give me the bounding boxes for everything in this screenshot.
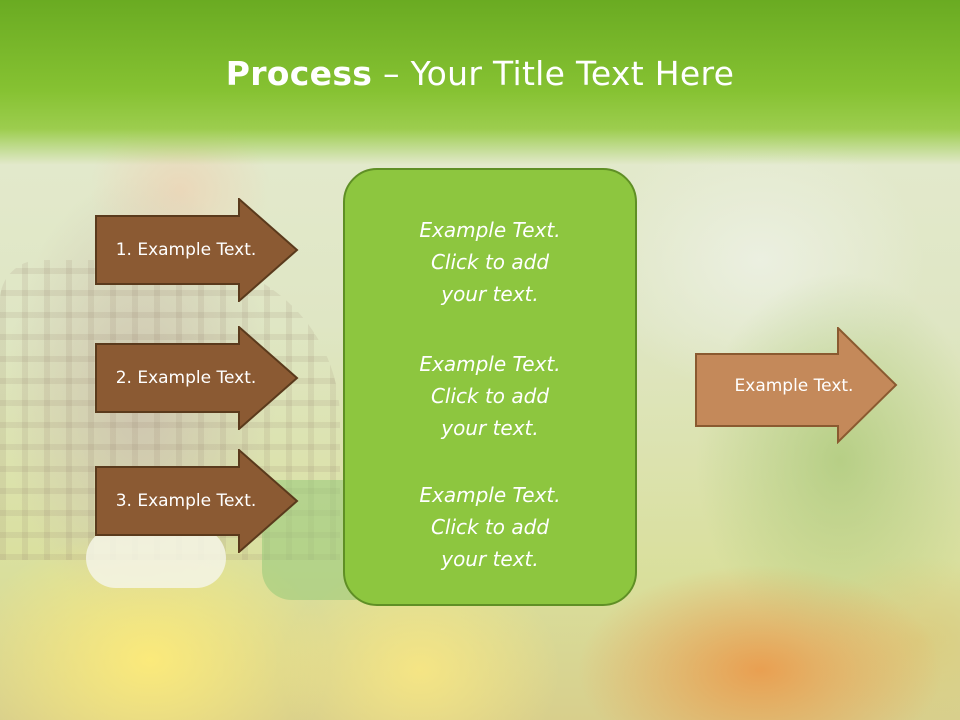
center-text-block-3[interactable]: Example Text. Click to add your text. xyxy=(345,479,635,575)
process-arrow-2[interactable]: 2. Example Text. xyxy=(95,326,305,430)
center-text-box[interactable]: Example Text. Click to add your text. Ex… xyxy=(343,168,637,606)
center-line: Example Text. xyxy=(419,352,561,376)
center-line: Example Text. xyxy=(419,483,561,507)
arrow-shape xyxy=(95,449,299,553)
slide-title[interactable]: Process – Your Title Text Here xyxy=(0,54,960,93)
center-text-block-1[interactable]: Example Text. Click to add your text. xyxy=(345,214,635,310)
arrow-shape xyxy=(95,198,299,302)
center-line: Click to add xyxy=(430,384,550,408)
title-rest-part: – Your Title Text Here xyxy=(372,54,735,93)
title-bar xyxy=(0,0,960,165)
center-text-block-2[interactable]: Example Text. Click to add your text. xyxy=(345,348,635,444)
process-arrow-label: 2. Example Text. xyxy=(115,368,257,388)
center-line: Example Text. xyxy=(419,218,561,242)
center-line: your text. xyxy=(441,282,539,306)
result-arrow[interactable]: Example Text. xyxy=(695,327,900,444)
process-arrow-label: 3. Example Text. xyxy=(115,491,257,511)
process-arrow-3[interactable]: 3. Example Text. xyxy=(95,449,305,553)
center-line: Click to add xyxy=(430,250,550,274)
result-arrow-label: Example Text. xyxy=(734,375,854,396)
center-line: Click to add xyxy=(430,515,550,539)
arrow-shape xyxy=(695,327,898,444)
title-bold-part: Process xyxy=(225,54,373,93)
process-arrow-1[interactable]: 1. Example Text. xyxy=(95,198,305,302)
center-line: your text. xyxy=(441,547,539,571)
arrow-shape xyxy=(95,326,299,430)
center-line: your text. xyxy=(441,416,539,440)
background-glove xyxy=(86,528,226,588)
process-arrow-label: 1. Example Text. xyxy=(115,240,257,260)
